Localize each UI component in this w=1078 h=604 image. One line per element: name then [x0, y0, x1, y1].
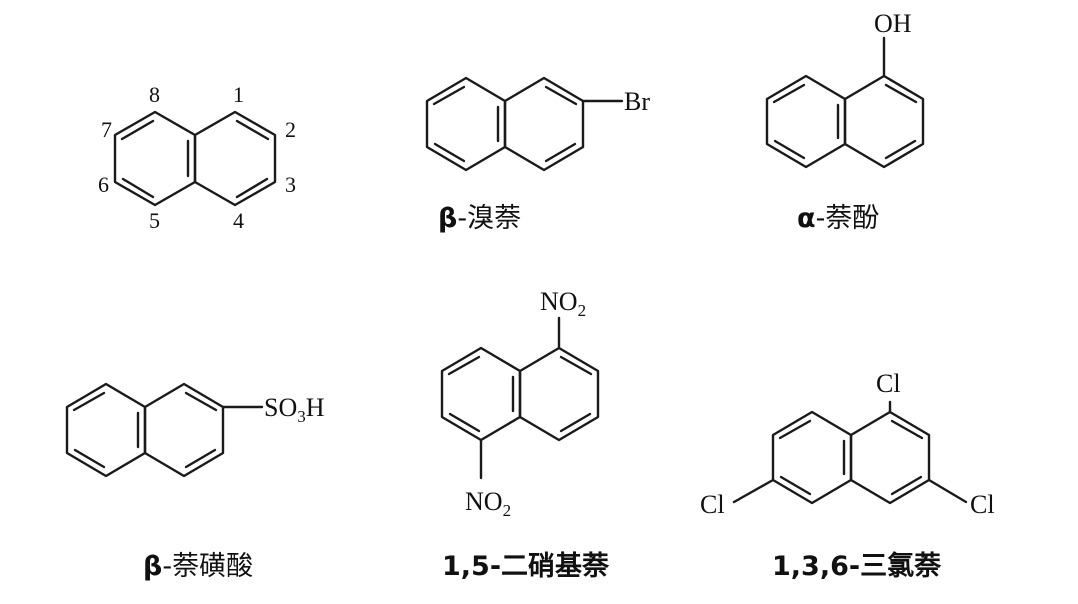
dinitronaphthalene-structure: NO2 NO2 1,5-二硝基萘	[440, 287, 610, 582]
hydroxyl-label: OH	[874, 9, 912, 38]
position-1-label: 1	[233, 82, 244, 107]
nitro-group-bottom-label: NO2	[465, 487, 511, 520]
bromine-label: Br	[624, 87, 650, 116]
trichloronaphthalene-caption: 1,3,6-三氯萘	[772, 550, 942, 582]
naphthol-bonds	[765, 36, 925, 169]
position-4-label: 4	[233, 208, 244, 233]
naphthol-caption: α-萘酚	[797, 203, 879, 234]
chlorine-1-label: Cl	[876, 369, 901, 398]
naphthalene-structure: 1 2 3 4 5 6 7 8	[98, 82, 296, 233]
position-5-label: 5	[149, 208, 160, 233]
sulfonic-acid-caption: β-萘磺酸	[143, 551, 253, 582]
bromonaphthalene-bonds	[425, 76, 624, 172]
sulfonic-group-label: SO3H	[264, 393, 325, 426]
naphthalene-bonds	[113, 110, 277, 207]
position-2-label: 2	[285, 117, 296, 142]
trichloronaphthalene-bonds	[732, 400, 968, 505]
naphthol-structure: OH α-萘酚	[765, 9, 925, 234]
bromonaphthalene-caption: β-溴萘	[438, 203, 521, 234]
position-7-label: 7	[101, 117, 112, 142]
dinitronaphthalene-caption: 1,5-二硝基萘	[442, 551, 610, 582]
bromonaphthalene-structure: Br β-溴萘	[425, 76, 650, 234]
position-3-label: 3	[285, 172, 296, 197]
chlorine-6-label: Cl	[700, 490, 725, 519]
sulfonic-acid-bonds	[65, 382, 264, 478]
dinitronaphthalene-bonds	[440, 316, 600, 480]
position-8-label: 8	[149, 82, 160, 107]
position-6-label: 6	[98, 172, 109, 197]
trichloronaphthalene-structure: Cl Cl Cl 1,3,6-三氯萘	[700, 369, 995, 582]
nitro-group-top-label: NO2	[540, 287, 586, 320]
sulfonic-acid-structure: SO3H β-萘磺酸	[65, 382, 325, 582]
chlorine-3-label: Cl	[970, 490, 995, 519]
